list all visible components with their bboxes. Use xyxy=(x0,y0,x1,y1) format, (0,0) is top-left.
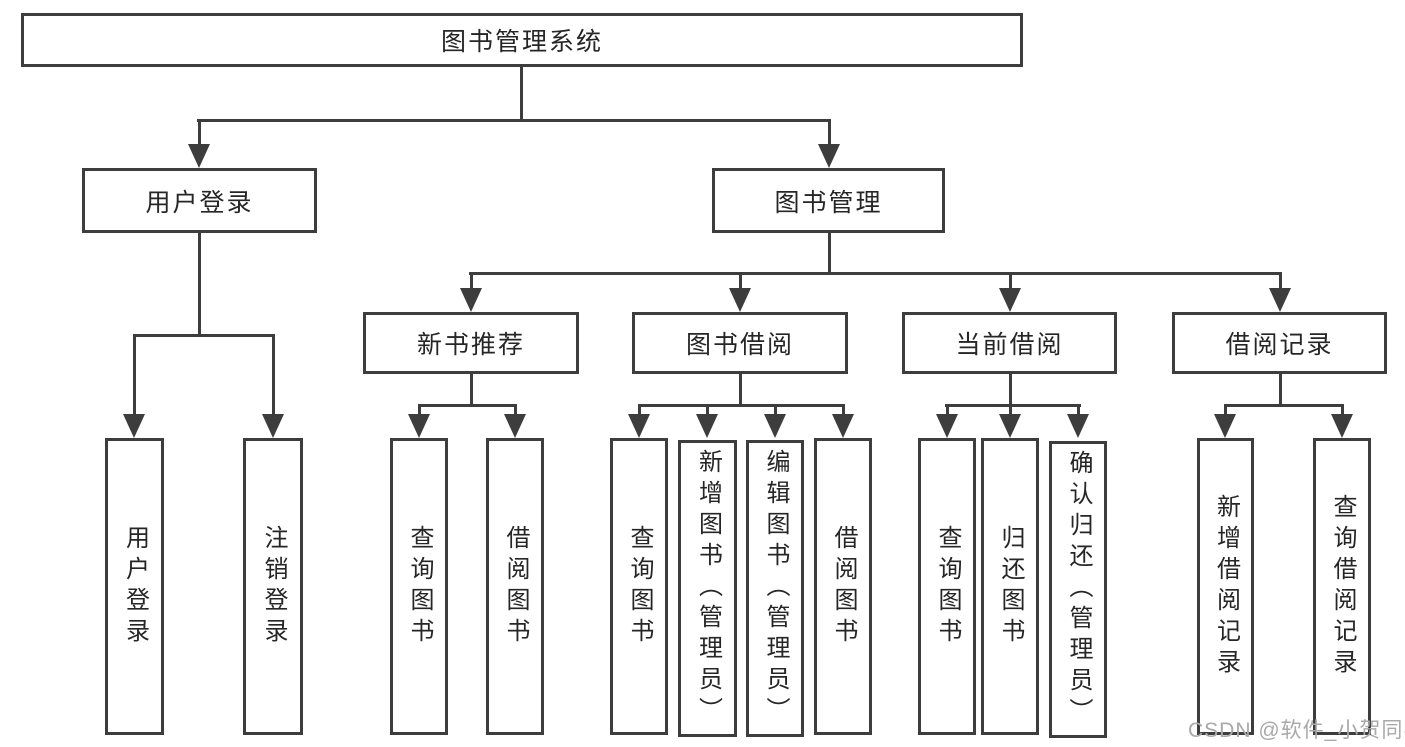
connector-group-bar xyxy=(945,404,1081,407)
connector-book-mgmt-bar xyxy=(469,272,1282,275)
arrow-down-icon xyxy=(188,144,210,168)
connector-leaf-drop xyxy=(842,404,845,416)
connector-l3-drop xyxy=(1279,272,1282,290)
leaf-borrow-books-recommend: 借阅图书 xyxy=(486,438,544,735)
connector-leaf-drop xyxy=(514,404,517,416)
connector-user-login-drop xyxy=(198,119,201,146)
node-library-system: 图书管理系统 xyxy=(21,13,1023,67)
connector-leaf-drop xyxy=(774,404,777,416)
connector-user-login-stem xyxy=(198,233,201,336)
node-book-management: 图书管理 xyxy=(712,168,945,233)
connector-root-bar xyxy=(197,119,831,122)
arrow-down-icon xyxy=(504,414,526,438)
connector-l3-stem xyxy=(1009,374,1012,406)
node-user-login-label: 用户登录 xyxy=(145,188,254,217)
arrow-down-icon xyxy=(764,414,786,438)
connector-group-bar xyxy=(1224,404,1343,407)
arrow-down-icon xyxy=(628,414,650,438)
connector-root-stem xyxy=(520,67,523,121)
leaf-return-books: 归还图书 xyxy=(981,438,1039,735)
connector-l3-drop xyxy=(470,272,473,290)
connector-l3-stem xyxy=(739,374,742,406)
connector-leaf-drop xyxy=(133,334,136,416)
node-user-login: 用户登录 xyxy=(82,168,317,233)
leaf-confirm-return-admin: 确认归还（管理员） xyxy=(1049,441,1107,738)
leaf-query-books-borrowing: 查询图书 xyxy=(610,438,668,735)
node-new-book-recommend-label: 新书推荐 xyxy=(416,331,525,359)
connector-leaf-drop xyxy=(1224,404,1227,416)
leaf-add-borrow-record: 新增借阅记录 xyxy=(1197,438,1254,735)
leaf-borrow-books-recommend-label: 借阅图书 xyxy=(502,524,529,649)
connector-leaf-drop xyxy=(946,404,949,416)
leaf-query-borrow-record-label: 查询借阅记录 xyxy=(1329,493,1356,680)
connector-book-mgmt-drop xyxy=(828,119,831,146)
leaf-query-books-current-label: 查询图书 xyxy=(934,524,961,649)
connector-user-login-bar xyxy=(133,334,274,337)
leaf-query-books-borrowing-label: 查询图书 xyxy=(626,524,653,649)
node-borrowing-records: 借阅记录 xyxy=(1172,312,1387,374)
leaf-user-login: 用户登录 xyxy=(105,438,164,735)
connector-group-bar xyxy=(638,404,845,407)
arrow-down-icon xyxy=(999,288,1021,312)
leaf-confirm-return-admin-label: 确认归还（管理员） xyxy=(1065,450,1092,729)
connector-leaf-drop xyxy=(1341,404,1344,416)
leaf-user-login-label: 用户登录 xyxy=(121,524,149,649)
connector-book-mgmt-stem xyxy=(828,233,831,274)
arrow-down-icon xyxy=(729,288,751,312)
leaf-borrow-books: 借阅图书 xyxy=(814,438,872,735)
leaf-query-books-recommend: 查询图书 xyxy=(390,438,448,735)
node-book-borrowing: 图书借阅 xyxy=(632,312,848,374)
connector-l3-drop xyxy=(739,272,742,290)
connector-l3-drop xyxy=(1009,272,1012,290)
connector-leaf-drop xyxy=(418,404,421,416)
node-library-system-label: 图书管理系统 xyxy=(440,28,603,56)
connector-leaf-drop xyxy=(638,404,641,416)
watermark: CSDN @软件_小贺同学 xyxy=(1188,719,1405,742)
arrow-down-icon xyxy=(936,414,958,438)
arrow-down-icon xyxy=(460,288,482,312)
leaf-query-borrow-record: 查询借阅记录 xyxy=(1313,438,1371,735)
node-borrowing-records-label: 借阅记录 xyxy=(1225,331,1334,359)
leaf-edit-books-admin: 编辑图书（管理员） xyxy=(746,440,804,737)
leaf-return-books-label: 归还图书 xyxy=(997,524,1024,649)
arrow-down-icon xyxy=(1269,288,1291,312)
leaf-logout: 注销登录 xyxy=(243,438,303,735)
connector-l3-stem xyxy=(470,374,473,406)
leaf-query-books-recommend-label: 查询图书 xyxy=(406,524,433,649)
arrow-down-icon xyxy=(123,414,145,438)
node-current-borrowing-label: 当前借阅 xyxy=(955,331,1064,359)
leaf-add-borrow-record-label: 新增借阅记录 xyxy=(1212,493,1240,680)
leaf-edit-books-admin-label: 编辑图书（管理员） xyxy=(762,449,789,728)
arrow-down-icon xyxy=(1067,414,1089,438)
arrow-down-icon xyxy=(1214,414,1236,438)
connector-leaf-drop xyxy=(706,404,709,416)
node-new-book-recommend: 新书推荐 xyxy=(363,312,579,374)
connector-leaf-drop xyxy=(1077,404,1080,416)
connector-leaf-drop xyxy=(1009,404,1012,416)
connector-leaf-drop xyxy=(272,334,275,416)
arrow-down-icon xyxy=(832,414,854,438)
arrow-down-icon xyxy=(1331,414,1353,438)
arrow-down-icon xyxy=(262,414,284,438)
connector-group-bar xyxy=(418,404,517,407)
arrow-down-icon xyxy=(818,144,840,168)
leaf-add-books-admin: 新增图书（管理员） xyxy=(678,440,737,737)
node-book-borrowing-label: 图书借阅 xyxy=(685,331,794,359)
arrow-down-icon xyxy=(999,414,1021,438)
connector-l3-stem xyxy=(1279,374,1282,406)
leaf-add-books-admin-label: 新增图书（管理员） xyxy=(694,449,722,728)
arrow-down-icon xyxy=(408,414,430,438)
leaf-borrow-books-label: 借阅图书 xyxy=(830,524,857,649)
arrow-down-icon xyxy=(696,414,718,438)
node-book-management-label: 图书管理 xyxy=(774,188,883,217)
leaf-query-books-current: 查询图书 xyxy=(918,438,976,735)
node-current-borrowing: 当前借阅 xyxy=(902,312,1117,374)
leaf-logout-label: 注销登录 xyxy=(260,524,287,649)
